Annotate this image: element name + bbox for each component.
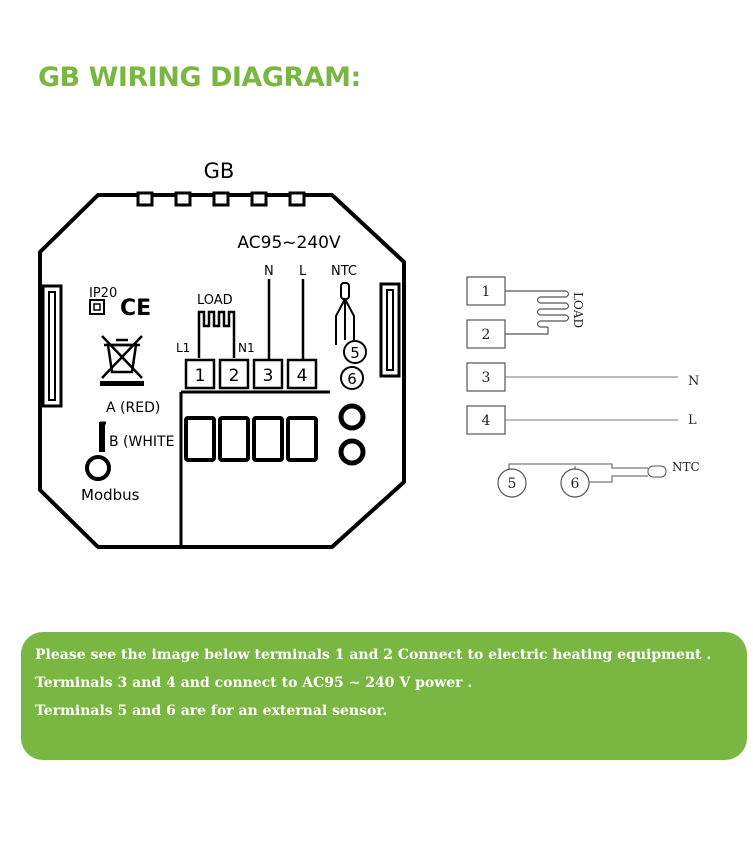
power-wires <box>267 279 305 360</box>
schematic-terminal-5-label: 5 <box>508 476 517 492</box>
terminal-6-label: 6 <box>347 370 357 388</box>
wire-a-label: A (RED) <box>106 400 160 416</box>
l1-label: L1 <box>176 341 190 355</box>
load-heating-element-icon <box>505 290 570 335</box>
note-line-1: Please see the image below terminals 1 a… <box>35 647 712 663</box>
schematic-terminal-4-label: 4 <box>482 413 491 429</box>
wire-b-label: B (WHITE <box>109 434 174 450</box>
ntc-label: NTC <box>331 264 357 279</box>
schematic-power-lines <box>505 376 678 421</box>
terminal-6-circle <box>340 366 364 390</box>
weee-bin-icon <box>100 335 144 386</box>
schematic-terminal-3-label: 3 <box>482 370 491 386</box>
modbus-label: Modbus <box>81 486 140 504</box>
ip-rating-label: IP20 <box>89 286 117 301</box>
schematic-terminal-6-circle <box>560 468 590 498</box>
schematic-neutral-label: N <box>688 374 699 389</box>
terminal-5-circle <box>343 340 367 364</box>
schematic-terminal-6-label: 6 <box>571 476 580 492</box>
device-side-clips <box>41 282 401 408</box>
screw-slots <box>184 416 318 462</box>
terminal-blocks <box>184 358 318 390</box>
terminal-4-label: 4 <box>297 366 308 386</box>
schematic-terminal-boxes <box>466 276 506 435</box>
schematic-load-label: LOAD <box>571 292 585 328</box>
neutral-label: N <box>264 264 274 279</box>
terminal-2-label: 2 <box>229 366 240 386</box>
model-label: GB <box>204 159 235 183</box>
voltage-label: AC95~240V <box>237 233 341 253</box>
terminal-1-label: 1 <box>195 366 206 386</box>
schematic-terminal-5-circle <box>497 468 527 498</box>
terminal-3-label: 3 <box>263 366 274 386</box>
double-insulation-inner-icon <box>93 303 101 311</box>
sensor-screws <box>338 403 366 466</box>
device-outline <box>38 193 406 549</box>
terminal-5-label: 5 <box>350 344 360 362</box>
load-label: LOAD <box>197 293 233 308</box>
ntc-probe-icon <box>335 282 355 345</box>
page-title: GB WIRING DIAGRAM: <box>38 62 361 93</box>
note-line-3: Terminals 5 and 6 are for an external se… <box>35 703 388 719</box>
ce-mark: CE <box>120 296 151 321</box>
load-coil-icon <box>197 310 236 358</box>
instruction-note: Please see the image below terminals 1 a… <box>21 632 747 760</box>
schematic-terminal-1-label: 1 <box>482 284 491 300</box>
wiring-diagram: GB AC95~240V IP20 CE LOAD L1 N1 N L NTC <box>38 159 700 549</box>
schematic-ntc-label: NTC <box>672 460 700 474</box>
schematic-live-label: L <box>688 413 697 428</box>
inner-partition <box>179 390 330 547</box>
double-insulation-icon <box>89 299 105 315</box>
modbus-connector-icon <box>85 421 111 481</box>
note-line-2: Terminals 3 and 4 and connect to AC95 ~ … <box>35 675 473 691</box>
schematic-terminal-2-label: 2 <box>482 327 491 343</box>
schematic-sensor-wires <box>508 463 667 483</box>
live-label: L <box>299 264 307 279</box>
n1-label: N1 <box>238 341 255 355</box>
device-top-tabs <box>136 191 306 207</box>
